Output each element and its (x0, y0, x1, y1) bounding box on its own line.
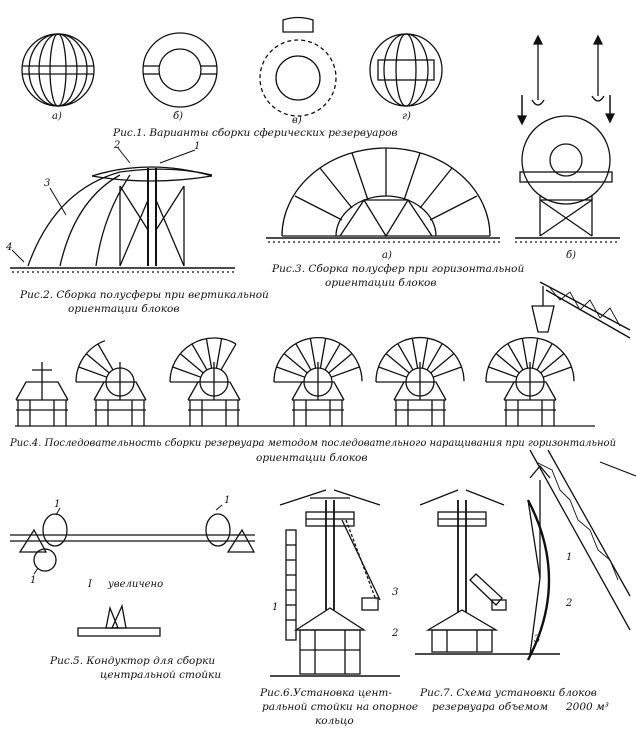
fig3-caption-line2: ориентации блоков (325, 277, 436, 289)
fig1-label-c: в) (292, 115, 302, 126)
fig7-caption-line2: резервуара объемом (432, 701, 548, 713)
fig4-sequence (15, 281, 631, 427)
fig2-callout-1: 1 (194, 141, 200, 152)
fig7-callout-1: 1 (566, 552, 572, 563)
fig2-caption-line2: ориентации блоков (68, 303, 179, 315)
fig7-callout-3: 3 (534, 634, 540, 645)
fig1-sphere-a (21, 33, 95, 107)
fig1-sphere-d (369, 33, 443, 107)
fig5-zoom-text: увеличено (107, 579, 163, 590)
fig5-jig (10, 504, 256, 637)
fig1-label-b: б) (173, 111, 183, 122)
fig3-horizontal-assembly (266, 34, 620, 243)
fig4-stage (273, 336, 363, 426)
fig1-sphere-variants (21, 16, 443, 117)
fig1-caption: Рис.1. Варианты сборки сферических резер… (112, 127, 398, 139)
fig5-callout-bottom: 1 (30, 575, 36, 586)
fig4-stage (485, 336, 575, 426)
fig4-caption-line2: ориентации блоков (256, 452, 367, 464)
fig6-callout-1: 1 (272, 602, 278, 613)
fig1-label-a: а) (52, 111, 62, 122)
fig4-stage (15, 362, 69, 426)
fig7-callout-2: 2 (565, 598, 572, 609)
fig2-caption-line1: Рис.2. Сборка полусферы при вертикальной (19, 289, 269, 301)
fig6-callout-3: 3 (392, 587, 398, 598)
fig2-vertical-assembly (10, 147, 235, 273)
fig5-zoom-mark: I (87, 579, 93, 590)
fig1-sphere-b (142, 32, 218, 108)
fig7-caption-line1: Рис.7. Схема установки блоков (419, 687, 597, 699)
fig4-stage (169, 337, 241, 426)
fig7-volume: 2000 м³ (565, 701, 609, 713)
fig5-caption-line2: центральной стойки (100, 669, 221, 681)
fig5-callout-left: 1 (54, 499, 60, 510)
fig2-callout-4: 4 (5, 242, 12, 253)
fig4-stage (375, 336, 465, 426)
fig4-caption-line1: Рис.4. Последовательность сборки резерву… (9, 437, 616, 449)
fig1-sphere-c (259, 16, 337, 117)
fig1-label-d: г) (402, 111, 411, 122)
fig3-caption-line1: Рис.3. Сборка полусфер при горизонтально… (271, 263, 525, 275)
fig2-callout-3: 3 (44, 178, 50, 189)
fig6-central-column (270, 489, 400, 677)
fig6-caption-line3: кольцо (315, 715, 354, 727)
fig6-caption-line2: ральной стойки на опорное (262, 701, 418, 713)
fig7-block-installation (415, 449, 636, 661)
fig5-caption-line1: Рис.5. Кондуктор для сборки (49, 655, 215, 667)
fig2-callout-2: 2 (113, 140, 120, 151)
fig3-label-b: б) (566, 250, 576, 261)
fig3-label-a: а) (382, 250, 392, 261)
fig4-stage (75, 340, 147, 426)
fig6-callout-2: 2 (391, 628, 398, 639)
fig5-callout-right: 1 (224, 495, 230, 506)
fig6-caption-line1: Рис.6.Установка цент- (259, 687, 392, 699)
